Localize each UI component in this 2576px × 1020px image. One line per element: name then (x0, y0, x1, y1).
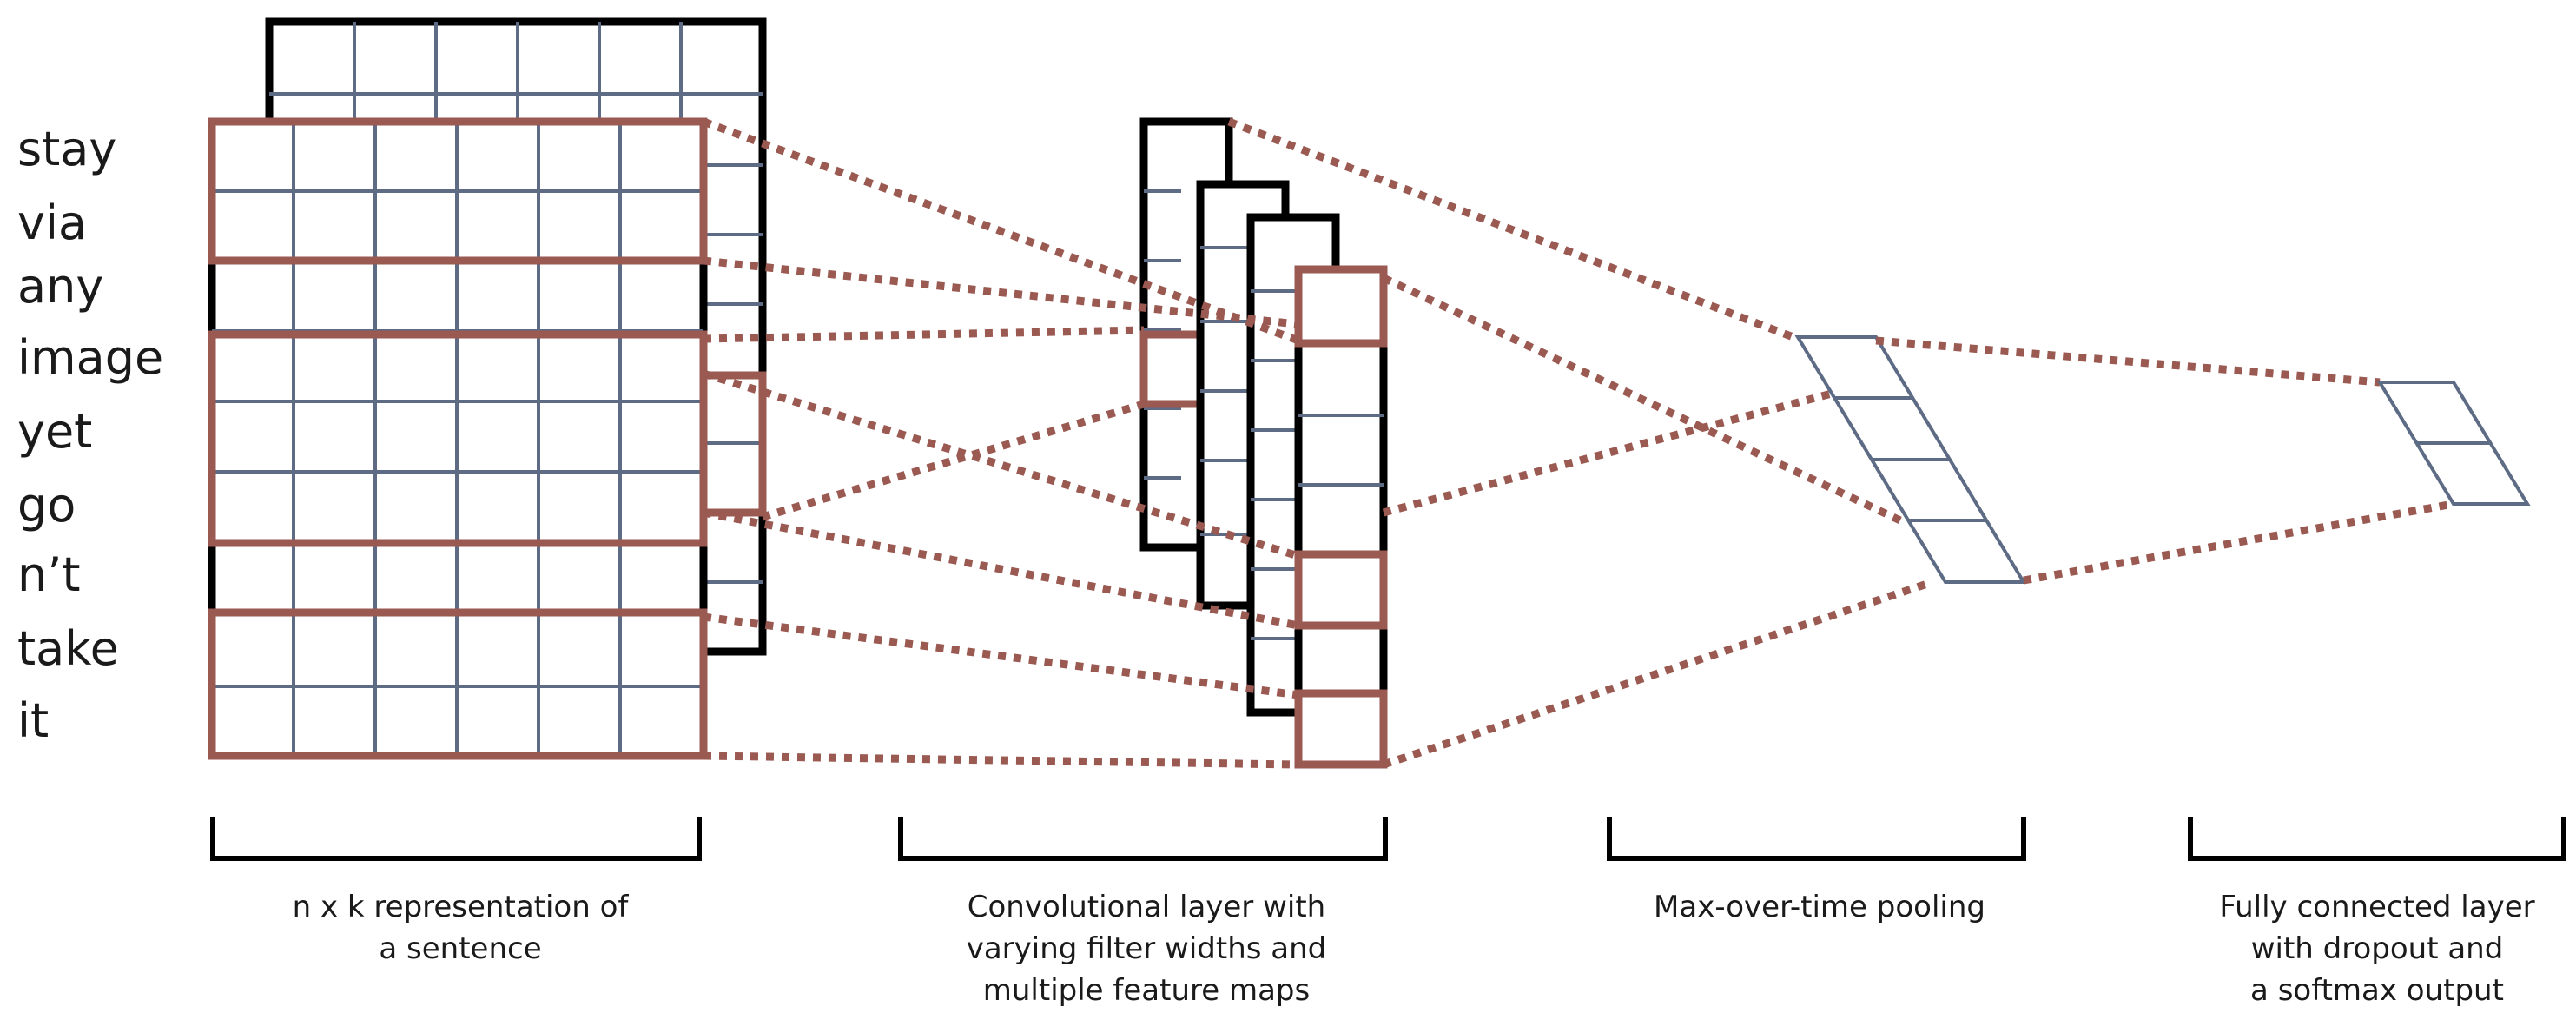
svg-text:a softmax output: a softmax output (2250, 973, 2504, 1008)
svg-text:n x k representation of: n x k representation of (293, 890, 630, 924)
feature-map-4 (1294, 265, 1388, 769)
svg-text:multiple feature maps: multiple feature maps (983, 973, 1310, 1008)
filter-window-size3 (208, 330, 708, 547)
word-7: n’t (17, 547, 81, 602)
svg-text:Fully connected layer: Fully connected layer (2219, 890, 2534, 924)
word-2: via (17, 195, 87, 250)
feature-cell-top (1294, 265, 1388, 348)
caption-pooling: Max-over-time pooling (1654, 890, 1985, 924)
filter-window-size2 (208, 117, 708, 265)
connections-input-to-conv (702, 117, 1300, 769)
word-1: stay (17, 122, 116, 176)
connections-conv-to-pooling (1227, 117, 1934, 769)
sentence-words: stay via any image yet go n’t take it (17, 122, 163, 748)
caption-output: Fully connected layer with dropout and a… (2219, 890, 2534, 1008)
word-9: it (17, 693, 49, 748)
word-4: image (17, 330, 163, 385)
bracket-output (2188, 817, 2566, 861)
word-5: yet (17, 404, 92, 459)
svg-text:a sentence: a sentence (379, 931, 541, 966)
feature-cell-middle (1294, 550, 1388, 630)
svg-text:with dropout and: with dropout and (2251, 931, 2504, 966)
svg-text:Max-over-time pooling: Max-over-time pooling (1654, 890, 1985, 924)
filter-window-bottom (208, 608, 708, 760)
bracket-representation (210, 817, 702, 861)
word-8: take (17, 621, 119, 676)
feature-cell-bottom (1294, 689, 1388, 769)
bracket-convolution (898, 817, 1388, 861)
pooling-vector (1794, 335, 2027, 584)
svg-text:varying filter widths and: varying filter widths and (967, 931, 1327, 966)
bracket-pooling (1607, 817, 2026, 861)
caption-representation: n x k representation of a sentence (293, 890, 630, 966)
output-vector (2376, 381, 2531, 506)
connections-pooling-to-output (1875, 336, 2454, 585)
word-3: any (17, 259, 103, 314)
svg-text:Convolutional layer with: Convolutional layer with (968, 890, 1325, 924)
caption-convolution: Convolutional layer with varying filter … (967, 890, 1327, 1008)
word-6: go (17, 478, 76, 533)
embedding-matrix-front (208, 117, 708, 760)
